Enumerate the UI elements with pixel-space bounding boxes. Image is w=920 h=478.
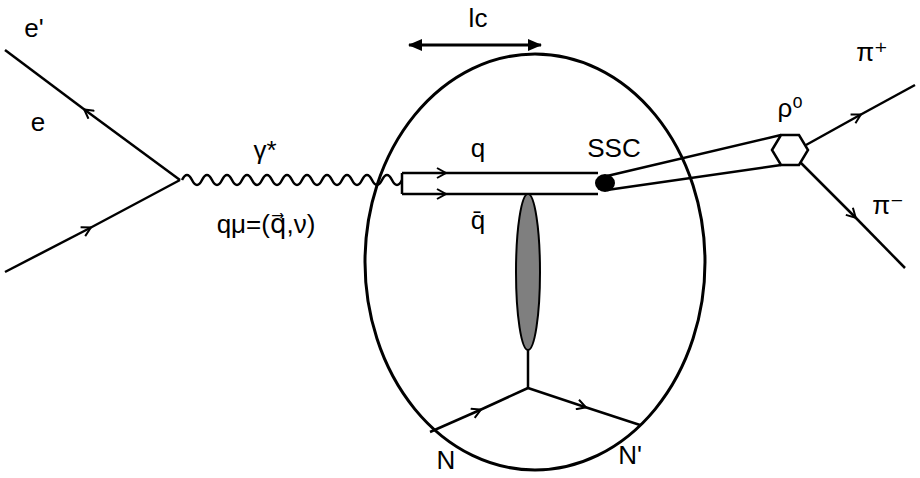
coherence-length-arrow: [409, 44, 541, 47]
incoming-electron: [90, 180, 180, 228]
label-holder: N: [437, 446, 456, 475]
label-holder: π⁻: [872, 191, 904, 220]
label-holder: q: [471, 134, 485, 163]
process-label: SSC: [587, 133, 640, 163]
length-label: lc: [469, 3, 488, 33]
expansion-cone: [607, 165, 781, 190]
pair-vertex: [401, 173, 404, 194]
interaction-blob: [516, 194, 540, 350]
label-holder: SSC: [587, 134, 640, 163]
exchange-line: [527, 350, 530, 388]
outgoing-electron: [85, 110, 180, 180]
particle-label: π⁻: [872, 190, 904, 220]
label-holder: lc: [469, 4, 488, 33]
label-holder: q̄: [471, 206, 485, 235]
nucleon-line: [430, 410, 480, 432]
label-holder: e': [24, 14, 43, 43]
particle-label: q: [471, 133, 485, 163]
antiquark-line: [445, 193, 598, 196]
nucleus-outline: [365, 54, 705, 470]
label-holder: ρ⁰: [777, 94, 802, 123]
nucleon-line: [528, 388, 585, 407]
particle-label: e: [31, 107, 45, 137]
label-holder: e: [31, 108, 45, 137]
nucleon-line: [585, 407, 640, 425]
quark-line: [402, 172, 445, 175]
particle-label: γ*: [253, 135, 276, 165]
small-size-config-dot: [595, 174, 615, 192]
particle-label: e': [24, 13, 43, 43]
rho-meson-symbol: [772, 135, 808, 165]
virtual-photon: [182, 175, 402, 185]
particle-label: q̄: [471, 205, 485, 235]
label-holder: N': [618, 441, 642, 470]
label-holder: π⁺: [856, 38, 888, 67]
particle-label: ρ⁰: [777, 93, 802, 123]
nucleon-line: [480, 388, 528, 410]
outgoing-electron: [5, 50, 85, 110]
incoming-electron: [5, 228, 90, 272]
pion-line: [800, 162, 855, 217]
label-holder: γ*: [253, 136, 276, 165]
antiquark-line: [402, 193, 445, 196]
quark-line: [445, 172, 598, 175]
label-holder: qμ=(q⃗,ν): [217, 210, 316, 239]
pion-line: [855, 217, 905, 268]
particle-label: π⁺: [856, 37, 888, 67]
particle-label: N': [618, 440, 642, 470]
momentum-label: qμ=(q⃗,ν): [217, 209, 316, 239]
pion-line: [806, 115, 860, 145]
pion-line: [860, 85, 915, 115]
particle-label: N: [437, 445, 456, 475]
